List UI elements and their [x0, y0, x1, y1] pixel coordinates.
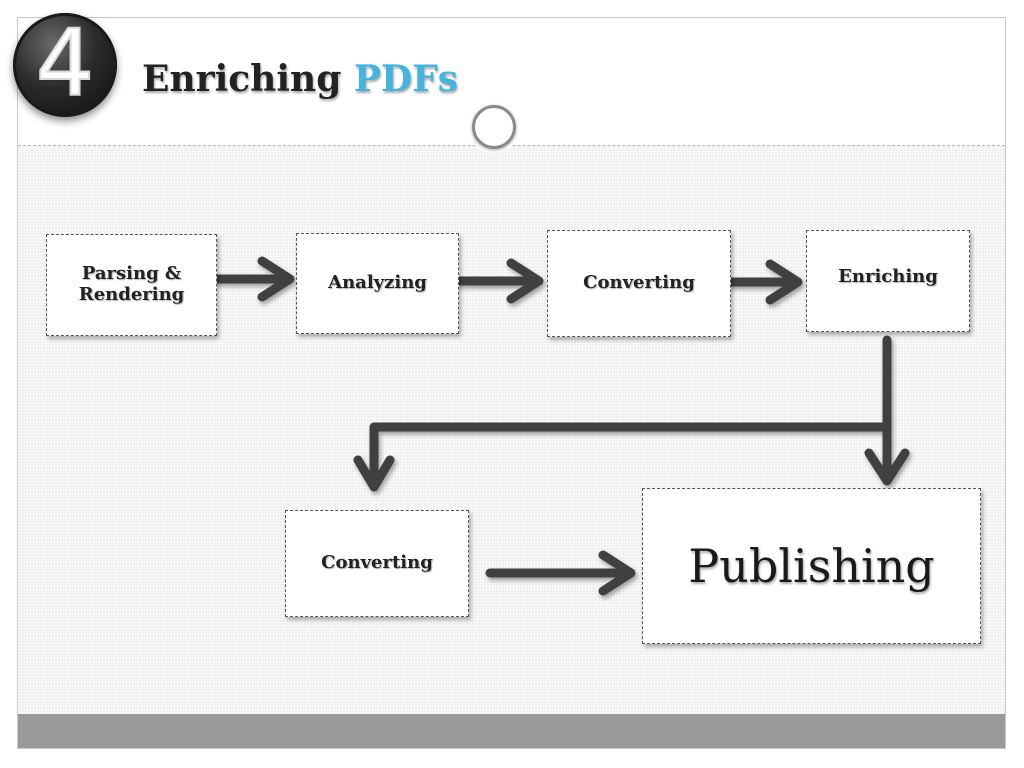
node-label: Enriching — [838, 266, 938, 287]
ring-icon — [472, 105, 516, 149]
node-enriching: Enriching — [806, 230, 970, 332]
node-publishing: Publishing — [642, 488, 981, 644]
node-parsing-rendering: Parsing & Rendering — [46, 234, 217, 336]
arrow-converting-to-publishing — [485, 550, 636, 596]
node-label-line: Parsing & — [81, 263, 182, 285]
ring-connector-icon — [468, 101, 520, 153]
node-label: Analyzing — [328, 272, 427, 294]
node-label: Converting — [583, 272, 695, 294]
node-analyzing: Analyzing — [296, 233, 459, 334]
slide-number-badge: 4 — [13, 10, 117, 117]
title-main: Enriching — [142, 58, 342, 100]
node-label: Converting — [321, 552, 433, 574]
node-converting-bottom: Converting — [285, 510, 469, 617]
arrow-parsing-to-analyzing — [212, 256, 295, 302]
arrow-converting-to-enriching — [726, 259, 803, 305]
node-label: Parsing & Rendering — [79, 264, 185, 305]
node-label: Publishing — [688, 538, 935, 593]
arrow-enriching-to-publishing — [864, 335, 910, 486]
node-converting-top: Converting — [547, 230, 731, 337]
slide-number: 4 — [35, 10, 96, 117]
arrow-enriching-to-converting — [353, 422, 892, 492]
footer-bar — [18, 714, 1005, 748]
node-label-line: Rendering — [78, 284, 185, 305]
slide-title: Enriching PDFs — [142, 58, 458, 100]
title-accent: PDFs — [353, 58, 459, 100]
arrow-analyzing-to-converting — [454, 258, 544, 304]
